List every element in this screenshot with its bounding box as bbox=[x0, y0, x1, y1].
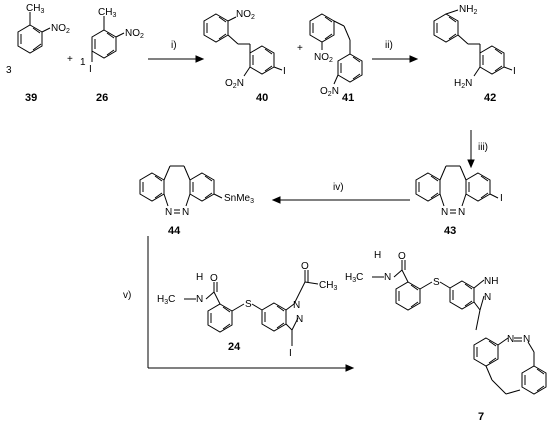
molecule-26 bbox=[91, 16, 125, 62]
compound-label-40: 40 bbox=[256, 92, 268, 104]
iodo-label-24: I bbox=[289, 348, 292, 359]
compound-label-7: 7 bbox=[478, 411, 484, 423]
iodo-label-42: I bbox=[513, 66, 516, 77]
acetyl-methyl-label-24: CH3 bbox=[319, 280, 337, 292]
indazole-n-label-7: N bbox=[484, 292, 491, 303]
coefficient-26: 1 bbox=[80, 57, 86, 68]
molecule-24 bbox=[184, 270, 319, 346]
amino-left-label-42: H2N bbox=[454, 78, 472, 90]
step-label-v: v) bbox=[123, 290, 131, 301]
indazole-n2-label-24: N bbox=[296, 314, 303, 325]
step-label-iii: iii) bbox=[478, 142, 488, 153]
amide-o-label-7: O bbox=[398, 251, 406, 262]
sulfur-label-24: S bbox=[245, 299, 252, 310]
azo-n2-label-44: N bbox=[182, 207, 189, 218]
nitro-label-26: NO2 bbox=[125, 28, 144, 40]
amino-label-42: NH2 bbox=[459, 4, 477, 16]
azo-n1-label-7: N bbox=[507, 334, 514, 345]
coefficient-39: 3 bbox=[6, 65, 12, 76]
methyl-label-7: H3C bbox=[345, 272, 363, 284]
amide-nh-label-24: H bbox=[196, 272, 203, 283]
plus-sign: + bbox=[67, 54, 73, 65]
stannyl-label-44: SnMe3 bbox=[224, 193, 254, 205]
molecule-41 bbox=[309, 13, 363, 85]
molecule-40 bbox=[203, 13, 283, 77]
indazole-nh-label-7: NH bbox=[484, 276, 498, 287]
iodo-label-26: I bbox=[89, 64, 92, 75]
iodo-label-40: I bbox=[283, 66, 286, 77]
azo-n2-label-7: N bbox=[523, 334, 530, 345]
compound-label-24: 24 bbox=[228, 341, 241, 353]
molecule-44 bbox=[139, 165, 223, 214]
compound-label-41: 41 bbox=[342, 92, 354, 104]
indazole-n1-label-24: N bbox=[293, 300, 300, 311]
methyl-label-24: H3C bbox=[157, 294, 175, 306]
acetyl-o-label-24: O bbox=[301, 261, 309, 272]
compound-label-39: 39 bbox=[25, 92, 37, 104]
methyl-label-26: CH3 bbox=[98, 7, 116, 19]
sulfur-label-7: S bbox=[433, 277, 440, 288]
amide-n-label-7: N bbox=[384, 272, 391, 283]
amide-h-label-7: H bbox=[374, 250, 381, 261]
nitro-label-40: NO2 bbox=[236, 9, 255, 21]
step-label-i: i) bbox=[171, 40, 177, 51]
methyl-label-39: CH3 bbox=[26, 3, 44, 15]
compound-label-44: 44 bbox=[168, 225, 181, 237]
molecule-39 bbox=[17, 12, 51, 54]
iodo-label-43: I bbox=[500, 193, 503, 204]
molecule-43 bbox=[415, 165, 499, 214]
azo-n1-label-44: N bbox=[165, 207, 172, 218]
azo-n1-label-43: N bbox=[441, 207, 448, 218]
nitro-left-label-40: O2N bbox=[225, 78, 244, 90]
plus-sign-2: + bbox=[297, 43, 303, 54]
azo-n2-label-43: N bbox=[458, 207, 465, 218]
step-label-ii: ii) bbox=[385, 40, 393, 51]
compound-label-42: 42 bbox=[484, 92, 496, 104]
amide-o-label-24: O bbox=[210, 273, 218, 284]
nitro-label-41b: O2N bbox=[320, 86, 339, 98]
nitro-label-41a: NO2 bbox=[314, 52, 333, 64]
compound-label-43: 43 bbox=[444, 225, 456, 237]
amide-n-label-24: N bbox=[196, 294, 203, 305]
molecule-7 bbox=[372, 260, 547, 395]
step-label-iv: iv) bbox=[333, 182, 344, 193]
compound-label-26: 26 bbox=[96, 92, 108, 104]
nitro-label-39: NO2 bbox=[51, 23, 70, 35]
molecule-42 bbox=[433, 9, 513, 77]
